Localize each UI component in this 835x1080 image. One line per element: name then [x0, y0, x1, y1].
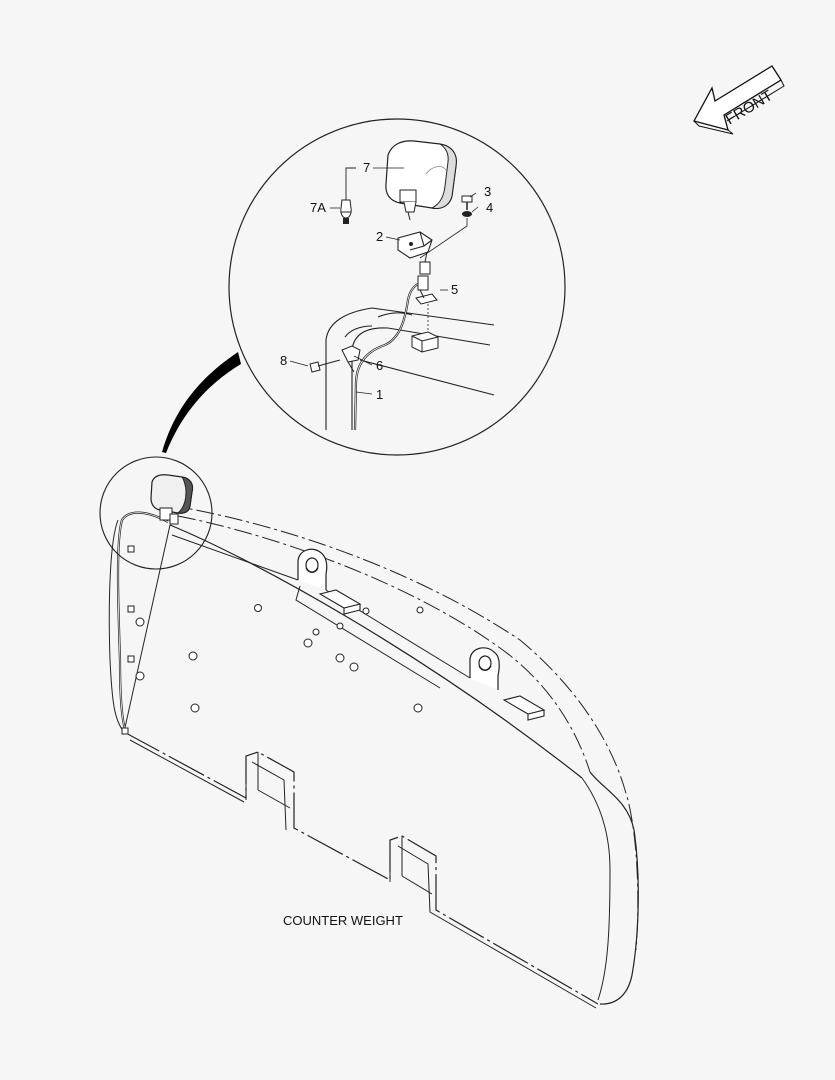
terminal-6	[341, 345, 361, 373]
lifting-eye-right	[469, 647, 500, 690]
wire-clips	[121, 545, 135, 735]
bolt-head	[461, 195, 473, 203]
diagram-caption: COUNTER WEIGHT	[283, 913, 403, 928]
lamp-lens	[430, 143, 457, 209]
callout-4: 4	[486, 200, 493, 215]
front-arrow-depth	[693, 79, 785, 135]
clamp-5	[415, 289, 438, 305]
notch-1	[245, 752, 291, 809]
counterweight-right-inner	[581, 777, 611, 1001]
callout-7a: 7A	[310, 200, 326, 215]
wire-harness-1-inner	[354, 282, 421, 431]
detail-view: 7 7A 2 3 4 5 6 1 8	[228, 118, 566, 456]
front-direction-arrow: FRONT	[693, 65, 785, 135]
callout-7: 7	[363, 160, 370, 175]
washer-4	[462, 211, 472, 217]
callout-1: 1	[376, 387, 383, 402]
lamp-socket	[399, 189, 417, 203]
bracket-hole	[409, 242, 413, 246]
counterweight-right-side	[589, 771, 639, 1005]
lamp-stem	[403, 201, 417, 221]
bolt-3	[461, 195, 473, 210]
screw-8	[309, 359, 341, 373]
bracket-2	[397, 231, 433, 259]
counterweight	[108, 504, 639, 1009]
callout-8: 8	[280, 353, 287, 368]
leader-lines	[289, 167, 479, 395]
mount-block	[411, 331, 439, 353]
counterweight-bottom-edge	[123, 731, 599, 1005]
detail-locator	[99, 456, 213, 570]
face-bolts	[135, 604, 424, 713]
detail-counterweight-edge	[325, 307, 495, 430]
mini-lamp-connector	[169, 513, 179, 525]
bulb-wire	[345, 167, 356, 200]
bulb-base	[343, 218, 349, 224]
lamp-shading	[425, 166, 447, 175]
detail-connector	[162, 352, 241, 453]
counterweight-bottom-inner	[129, 739, 597, 1009]
bulb-glass	[340, 199, 352, 219]
mini-lamp-lens	[176, 476, 193, 514]
front-arrow-outline	[693, 65, 782, 131]
counterweight-outer-contour	[167, 504, 639, 951]
side-wire-harness-inner	[117, 512, 169, 735]
detail-locator-circle	[99, 456, 213, 570]
rail-mid	[295, 585, 441, 689]
callout-5: 5	[451, 282, 458, 297]
counterweight-top-edge	[177, 515, 591, 773]
wire-connector-2	[419, 261, 431, 275]
wire-connector	[417, 275, 429, 291]
callout-3: 3	[484, 184, 491, 199]
work-lamp-7	[385, 140, 457, 221]
notch-2	[389, 836, 433, 895]
front-face-top-edge	[169, 524, 583, 779]
bolt-leader	[419, 218, 468, 259]
bulb-7a	[340, 167, 356, 224]
counterweight-left-side	[108, 519, 171, 734]
plate-right	[502, 695, 546, 721]
callout-2: 2	[376, 229, 383, 244]
plate-left	[318, 589, 362, 615]
lifting-eye-left	[297, 548, 328, 590]
callout-6: 6	[376, 358, 383, 373]
